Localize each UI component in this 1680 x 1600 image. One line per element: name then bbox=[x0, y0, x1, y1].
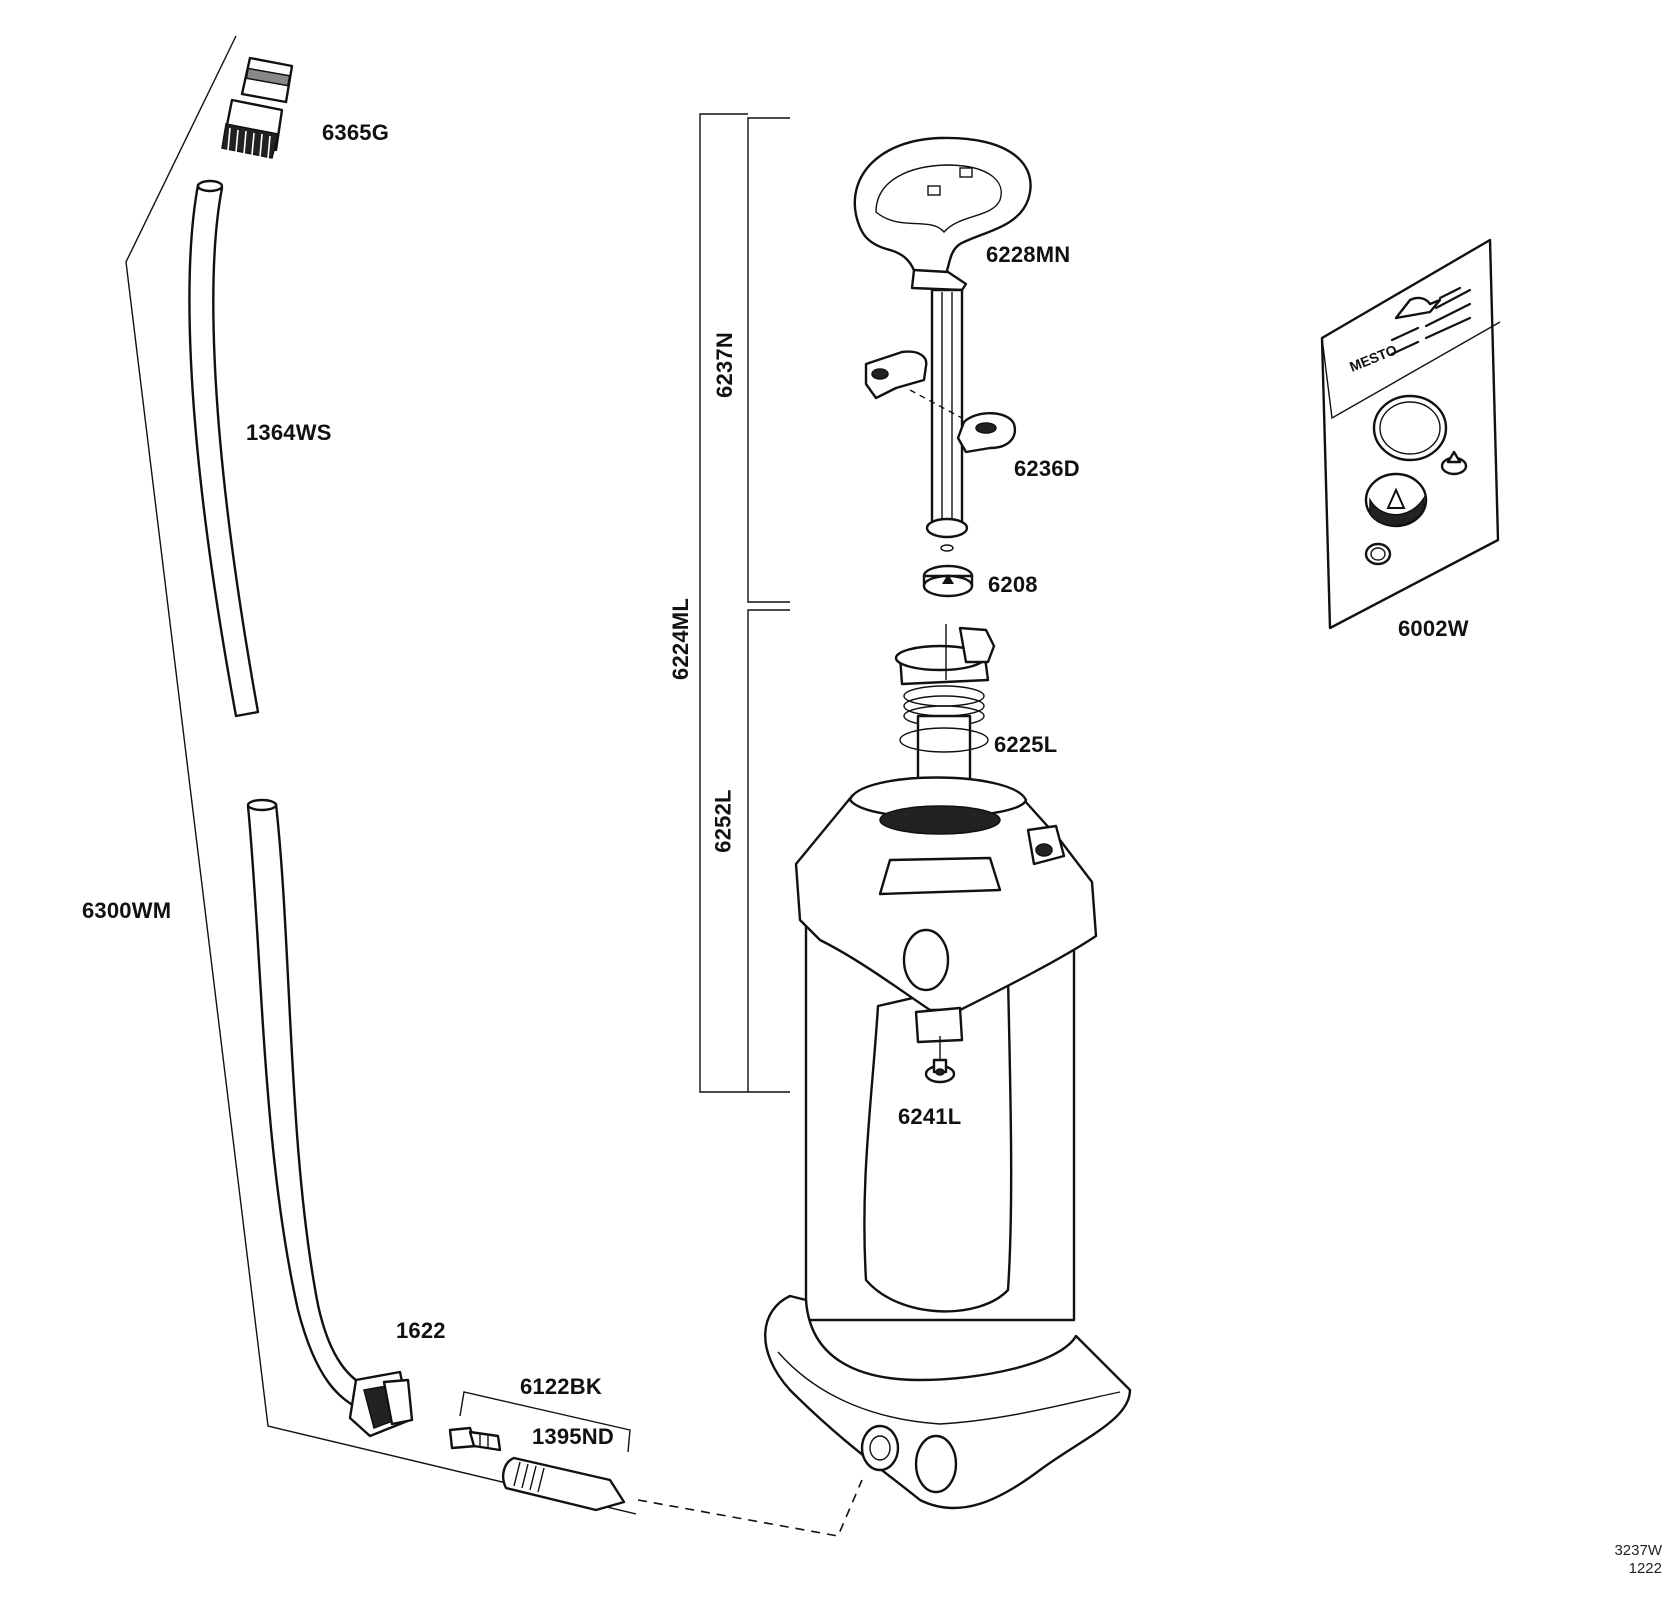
label-6241L: 6241L bbox=[898, 1104, 962, 1129]
document-code: 3237W 1222 bbox=[1590, 1542, 1662, 1578]
label-6225L: 6225L bbox=[994, 732, 1058, 757]
coupling-nut-6365G bbox=[221, 56, 294, 159]
label-6122BK: 6122BK bbox=[520, 1374, 602, 1399]
label-6002W: 6002W bbox=[1398, 616, 1469, 641]
label-6236D: 6236D bbox=[1014, 456, 1080, 481]
label-6237N: 6237N bbox=[711, 332, 737, 398]
document-code-line2: 1222 bbox=[1628, 1560, 1662, 1577]
label-6252L: 6252L bbox=[710, 789, 736, 853]
nut-1622 bbox=[348, 1370, 414, 1438]
label-1395ND: 1395ND bbox=[532, 1424, 614, 1449]
label-6365G: 6365G bbox=[322, 120, 390, 145]
clips-6236D bbox=[864, 350, 1017, 454]
label-6224ML: 6224ML bbox=[667, 598, 693, 680]
valve-6241L bbox=[924, 1058, 956, 1084]
tank-body bbox=[764, 776, 1132, 1510]
hose-1364WS bbox=[188, 179, 260, 718]
pump-handle-6228MN bbox=[853, 136, 1032, 292]
dashed-connector bbox=[637, 1479, 863, 1537]
seal-kit-card-6002W bbox=[1320, 238, 1501, 630]
label-6208: 6208 bbox=[988, 572, 1038, 597]
label-1622: 1622 bbox=[396, 1318, 446, 1343]
seal-6208 bbox=[922, 564, 974, 598]
nozzle-6122BK bbox=[448, 1426, 502, 1452]
label-1364WS: 1364WS bbox=[246, 420, 332, 445]
hose-6300WM bbox=[246, 798, 374, 1412]
hose-assembly-bracket bbox=[125, 35, 637, 1515]
pump-rod bbox=[925, 288, 969, 552]
lance-tip-1395ND bbox=[502, 1456, 626, 1512]
assembly-brackets bbox=[699, 113, 790, 1093]
bracket-6122BK bbox=[459, 1391, 631, 1453]
label-6300WM: 6300WM bbox=[82, 898, 172, 923]
document-code-line1: 3237W bbox=[1614, 1542, 1662, 1559]
label-6228MN: 6228MN bbox=[986, 242, 1071, 267]
